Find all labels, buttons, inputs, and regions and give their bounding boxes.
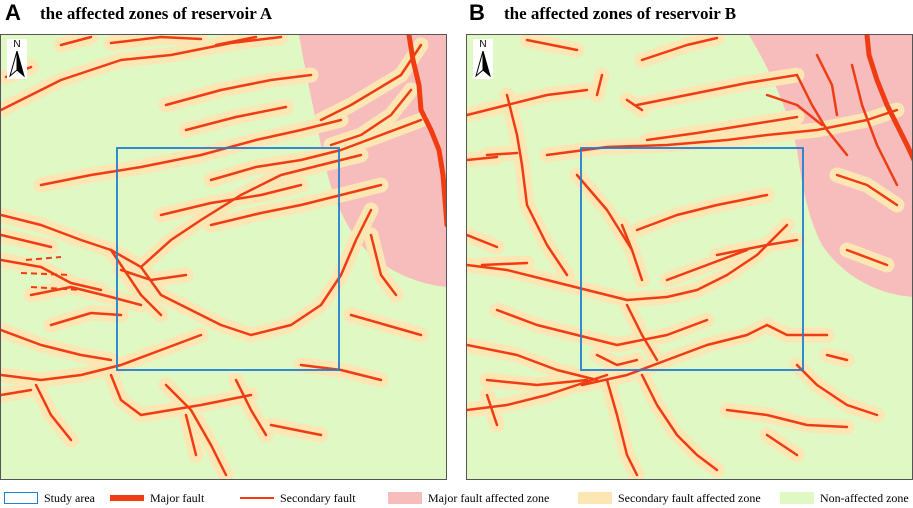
legend-label: Secondary fault affected zone bbox=[618, 490, 761, 505]
legend-item-major-fault-zone: Major fault affected zone bbox=[388, 488, 549, 508]
major-fault-a bbox=[406, 35, 446, 228]
major-fault-affected-zone-b bbox=[749, 35, 912, 297]
short-faults-a bbox=[20, 256, 82, 291]
legend-item-secondary-fault: Secondary fault bbox=[240, 488, 356, 508]
north-arrow-b: N bbox=[473, 39, 493, 79]
legend-item-non-affected-zone: Non-affected zone bbox=[780, 488, 909, 508]
map-panel-b: N bbox=[466, 34, 913, 480]
legend-label: Non-affected zone bbox=[820, 490, 909, 505]
panel-b-letter: B bbox=[469, 0, 485, 25]
non-affected-zone-swatch bbox=[780, 492, 814, 504]
legend-label: Secondary fault bbox=[280, 490, 356, 505]
map-a-svg bbox=[1, 35, 446, 479]
legend-item-major-fault: Major fault bbox=[110, 488, 204, 508]
study-area-b bbox=[580, 147, 804, 371]
secondary-faults-b bbox=[467, 36, 899, 477]
legend-item-secondary-fault-zone: Secondary fault affected zone bbox=[578, 488, 761, 508]
legend-label: Major fault bbox=[150, 490, 205, 505]
legend-label: Study area bbox=[44, 490, 95, 505]
major-fault-b bbox=[864, 35, 912, 162]
legend-item-study-area: Study area bbox=[4, 488, 95, 508]
secondary-faults-a bbox=[1, 35, 423, 477]
secondary-fault-zone-swatch bbox=[578, 492, 612, 504]
panel-a-title: the affected zones of reservoir A bbox=[40, 4, 273, 23]
legend: Study area Major fault Secondary fault M… bbox=[0, 488, 913, 508]
panel-b-title: the affected zones of reservoir B bbox=[504, 4, 737, 23]
major-fault-swatch bbox=[110, 495, 144, 501]
map-panel-a: N bbox=[0, 34, 447, 480]
study-area-swatch bbox=[4, 492, 38, 504]
major-fault-zone-swatch bbox=[388, 492, 422, 504]
map-b-svg bbox=[467, 35, 912, 479]
north-label-a: N bbox=[13, 39, 21, 50]
north-label-b: N bbox=[479, 39, 487, 50]
north-arrow-icon bbox=[9, 51, 25, 77]
legend-label: Major fault affected zone bbox=[428, 490, 550, 505]
study-area-a bbox=[116, 147, 340, 371]
secondary-fault-swatch bbox=[240, 497, 274, 499]
panel-a-letter: A bbox=[5, 0, 21, 25]
north-arrow-icon bbox=[475, 51, 491, 77]
north-arrow-a: N bbox=[7, 39, 27, 79]
